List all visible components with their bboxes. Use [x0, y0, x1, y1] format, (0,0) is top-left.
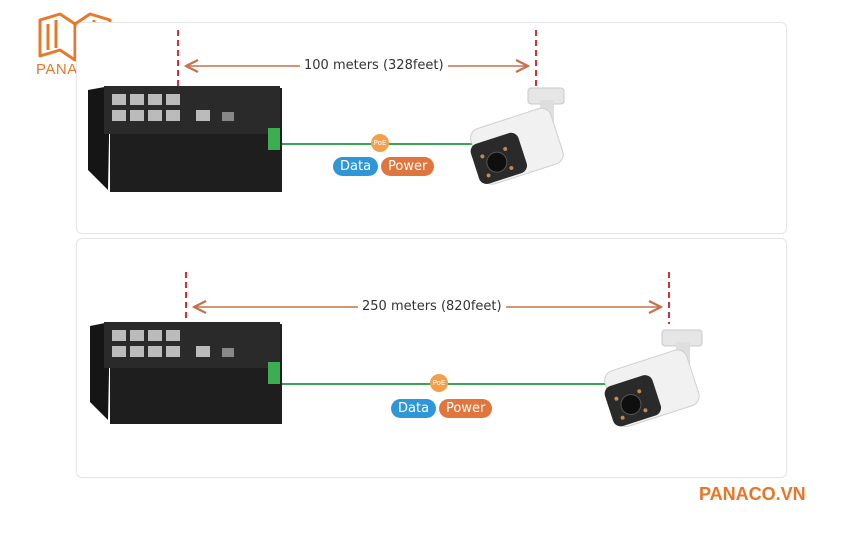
poe-badge-icon: PoE — [371, 134, 389, 152]
poe-badge-icon: PoE — [430, 374, 448, 392]
bullet-camera-icon — [604, 329, 703, 427]
distance-label: 250 meters (820feet) — [358, 299, 506, 314]
power-badge: Power — [381, 157, 435, 176]
data-badge: Data — [391, 399, 437, 418]
footer-brand: PANACO.VN — [699, 484, 806, 504]
data-badge: Data — [333, 157, 379, 176]
distance-label: 100 meters (328feet) — [300, 58, 448, 73]
power-badge: Power — [439, 399, 493, 418]
poe-switch-icon — [90, 322, 282, 424]
bullet-camera-icon — [470, 87, 565, 185]
poe-switch-icon — [88, 86, 282, 192]
